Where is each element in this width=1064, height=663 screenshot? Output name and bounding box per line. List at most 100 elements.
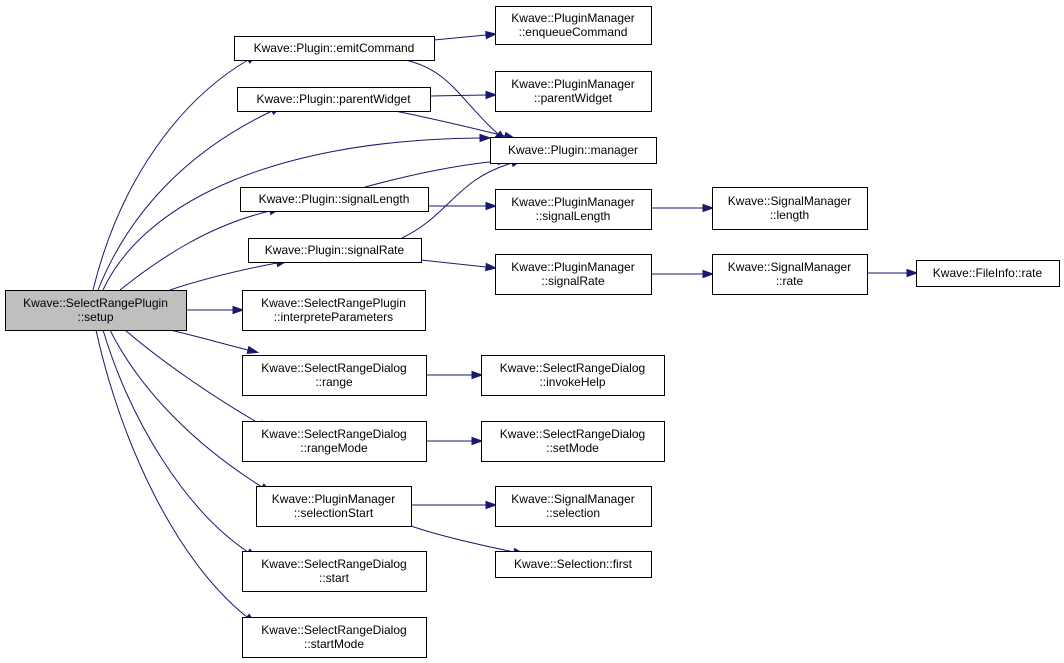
node-signalLength[interactable]: Kwave::Plugin::signalLength — [240, 187, 429, 212]
node-smSelection[interactable]: Kwave::SignalManager::selection — [495, 486, 652, 527]
node-parentWidget[interactable]: Kwave::Plugin::parentWidget — [237, 87, 431, 112]
node-label-line: ::signalRate — [541, 274, 605, 288]
nodes-layer: Kwave::SelectRangePlugin::setupKwave::Pl… — [5, 6, 1060, 658]
node-emitCommand[interactable]: Kwave::Plugin::emitCommand — [234, 36, 435, 61]
node-box[interactable] — [490, 137, 657, 164]
edge-parentWidget-to-pmParentWidget — [429, 90, 498, 100]
node-interpreteParameters[interactable]: Kwave::SelectRangePlugin::interpretePara… — [242, 290, 426, 331]
node-box[interactable] — [248, 238, 422, 263]
node-label-line: ::signalLength — [536, 209, 611, 223]
edge-line — [410, 525, 515, 553]
node-enqueueCommand[interactable]: Kwave::PluginManager::enqueueCommand — [495, 6, 652, 45]
edge-arrowhead — [702, 203, 715, 213]
node-setup[interactable]: Kwave::SelectRangePlugin::setup — [5, 290, 187, 331]
node-label-line: Kwave::Plugin::signalRate — [265, 243, 405, 257]
node-box[interactable] — [240, 187, 429, 212]
edge-arrowhead — [485, 90, 498, 100]
node-label-line: Kwave::SignalManager — [728, 260, 851, 274]
node-box[interactable] — [916, 260, 1060, 287]
node-box[interactable] — [712, 254, 868, 295]
node-box[interactable] — [481, 355, 665, 396]
edge-line — [124, 329, 261, 425]
node-box[interactable] — [495, 71, 652, 112]
edge-line — [95, 329, 248, 618]
node-label-line: ::length — [770, 208, 809, 222]
edge-line — [92, 59, 249, 291]
node-label-line: Kwave::Selection::first — [514, 557, 633, 571]
node-smLength[interactable]: Kwave::SignalManager::length — [712, 187, 868, 230]
node-dlgStartMode[interactable]: Kwave::SelectRangeDialog::startMode — [242, 617, 427, 658]
node-label-line: ::parentWidget — [534, 91, 613, 105]
edge-line — [364, 160, 499, 188]
node-label-line: Kwave::SignalManager — [728, 194, 851, 208]
edge-arrowhead — [479, 133, 492, 143]
node-pmSignalRate[interactable]: Kwave::PluginManager::signalRate — [495, 254, 652, 295]
edge-arrowhead — [702, 269, 715, 279]
edge-setup-to-dlgRange — [169, 329, 260, 354]
node-label-line: ::setup — [77, 310, 113, 324]
node-box[interactable] — [242, 617, 427, 658]
node-pmSignalLength[interactable]: Kwave::PluginManager::signalLength — [495, 189, 652, 230]
edge-signalLength-to-manager — [364, 156, 510, 188]
node-box[interactable] — [495, 254, 652, 295]
edge-setup-to-dlgStart — [102, 329, 258, 559]
node-label-line: ::selectionStart — [294, 506, 374, 520]
node-label-line: ::invokeHelp — [539, 375, 605, 389]
edge-signalRate-to-pmSignalRate — [420, 259, 498, 272]
node-dlgRangeMode[interactable]: Kwave::SelectRangeDialog::rangeMode — [242, 421, 427, 462]
node-label-line: Kwave::PluginManager — [511, 195, 634, 209]
node-selFirst[interactable]: Kwave::Selection::first — [495, 551, 652, 578]
node-manager[interactable]: Kwave::Plugin::manager — [490, 137, 657, 164]
node-box[interactable] — [495, 486, 652, 527]
node-label-line: Kwave::SelectRangeDialog — [500, 427, 645, 441]
edge-line — [97, 110, 273, 291]
edge-setup-to-emitCommand — [92, 54, 258, 291]
node-box[interactable] — [242, 421, 427, 462]
node-label-line: ::rate — [776, 274, 804, 288]
node-label-line: Kwave::SelectRangePlugin — [23, 296, 168, 310]
node-box[interactable] — [481, 421, 665, 462]
edge-dlgRangeMode-to-setMode — [426, 436, 484, 446]
node-label-line: Kwave::SelectRangeDialog — [261, 361, 406, 375]
edge-line — [102, 137, 481, 291]
node-label-line: ::selection — [546, 506, 600, 520]
edge-arrowhead — [246, 345, 260, 354]
node-dlgRange[interactable]: Kwave::SelectRangeDialog::range — [242, 355, 427, 396]
node-label-line: ::enqueueCommand — [519, 25, 628, 39]
node-label-line: Kwave::Plugin::parentWidget — [256, 92, 411, 106]
node-smRate[interactable]: Kwave::SignalManager::rate — [712, 254, 868, 295]
node-box[interactable] — [242, 355, 427, 396]
edge-signalLength-to-pmSignalLength — [428, 201, 498, 211]
edge-setup-to-selectionStart — [109, 329, 272, 494]
node-box[interactable] — [256, 486, 412, 527]
edge-pmSignalLength-to-smLength — [651, 203, 715, 213]
node-signalRate[interactable]: Kwave::Plugin::signalRate — [248, 238, 422, 263]
node-setMode[interactable]: Kwave::SelectRangeDialog::setMode — [481, 421, 665, 462]
edge-arrowhead — [485, 201, 498, 211]
edge-line — [420, 259, 487, 268]
node-box[interactable] — [712, 187, 868, 230]
node-fiRate[interactable]: Kwave::FileInfo::rate — [916, 260, 1060, 287]
node-box[interactable] — [495, 6, 652, 45]
edge-arrowhead — [485, 500, 498, 510]
node-selectionStart[interactable]: Kwave::PluginManager::selectionStart — [256, 486, 412, 527]
edge-dlgRange-to-invokeHelp — [426, 370, 484, 380]
node-box[interactable] — [234, 36, 435, 61]
node-label-line: Kwave::SignalManager — [511, 492, 634, 506]
node-box[interactable] — [495, 189, 652, 230]
node-dlgStart[interactable]: Kwave::SelectRangeDialog::start — [242, 551, 427, 592]
node-box[interactable] — [242, 551, 427, 592]
node-label-line: Kwave::Plugin::signalLength — [259, 192, 410, 206]
node-invokeHelp[interactable]: Kwave::SelectRangeDialog::invokeHelp — [481, 355, 665, 396]
edge-line — [404, 59, 499, 135]
edge-setup-to-manager — [102, 133, 492, 291]
edge-arrowhead — [906, 268, 919, 278]
node-box[interactable] — [237, 87, 431, 112]
node-pmParentWidget[interactable]: Kwave::PluginManager::parentWidget — [495, 71, 652, 112]
node-box[interactable] — [495, 551, 652, 578]
edge-smRate-to-fiRate — [867, 268, 919, 278]
node-box[interactable] — [242, 290, 426, 331]
node-box[interactable] — [5, 290, 187, 331]
edge-selectionStart-to-smSelection — [411, 500, 498, 510]
